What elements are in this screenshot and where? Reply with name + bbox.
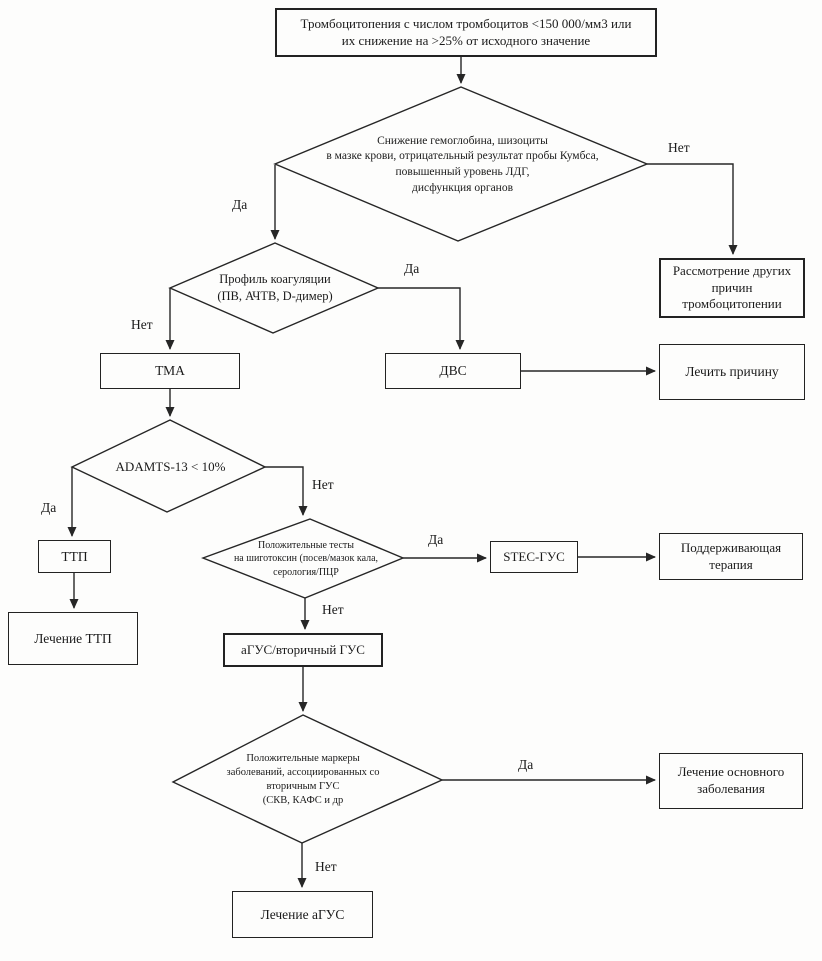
edge-coagulation-dic <box>378 287 465 350</box>
node-underlying-treatment: Лечение основного заболевания <box>659 753 803 809</box>
node-ahus-treatment: Лечение аГУС <box>232 891 373 938</box>
edge-adamts-shigatoxin <box>265 466 308 516</box>
node-start: Тромбоцитопения с числом тромбоцитов <15… <box>275 8 657 57</box>
coagulation-diamond-shape <box>168 242 380 334</box>
node-markers-decision: Положительные маркеры заболеваний, ассоц… <box>226 752 380 807</box>
node-hemolysis-decision: Снижение гемоглобина, шизоциты в мазке к… <box>326 134 599 194</box>
edge-label-no: Нет <box>315 859 337 874</box>
edge-label-no: Нет <box>322 602 344 617</box>
edge-label-no: Нет <box>668 140 690 155</box>
node-other-causes: Рассмотрение других причин тромбоцитопен… <box>659 258 805 318</box>
node-ttp: ТТП <box>38 540 111 573</box>
edge-hemolysis-othercauses <box>647 163 738 255</box>
edge-label-yes: Да <box>518 757 534 772</box>
node-adamts-decision: ADAMTS-13 < 10% <box>115 458 226 474</box>
node-dic: ДВС <box>385 353 521 389</box>
edge-label-yes: Да <box>404 261 420 276</box>
node-shigatoxin-decision: Положительные тесты на шиготоксин (посев… <box>233 539 379 578</box>
node-tma: ТМА <box>100 353 240 389</box>
node-ahus-secondary: аГУС/вторичный ГУС <box>223 633 383 667</box>
hemolysis-diamond-shape <box>273 86 649 242</box>
node-treat-cause: Лечить причину <box>659 344 805 400</box>
edge-label-no: Нет <box>131 317 153 332</box>
node-ttp-treatment: Лечение ТТП <box>8 612 138 665</box>
edge-label-no: Нет <box>312 477 334 492</box>
adamts-diamond-shape <box>70 419 267 513</box>
edge-label-yes: Да <box>232 197 248 212</box>
node-stec-hus: STEC-ГУС <box>490 541 578 573</box>
node-coagulation-decision: Профиль коагуляции (ПВ, АЧТВ, D-димер) <box>217 272 333 303</box>
edge-label-yes: Да <box>41 500 57 515</box>
edge-label-yes: Да <box>428 532 444 547</box>
node-supportive-care: Поддерживающая терапия <box>659 533 803 580</box>
